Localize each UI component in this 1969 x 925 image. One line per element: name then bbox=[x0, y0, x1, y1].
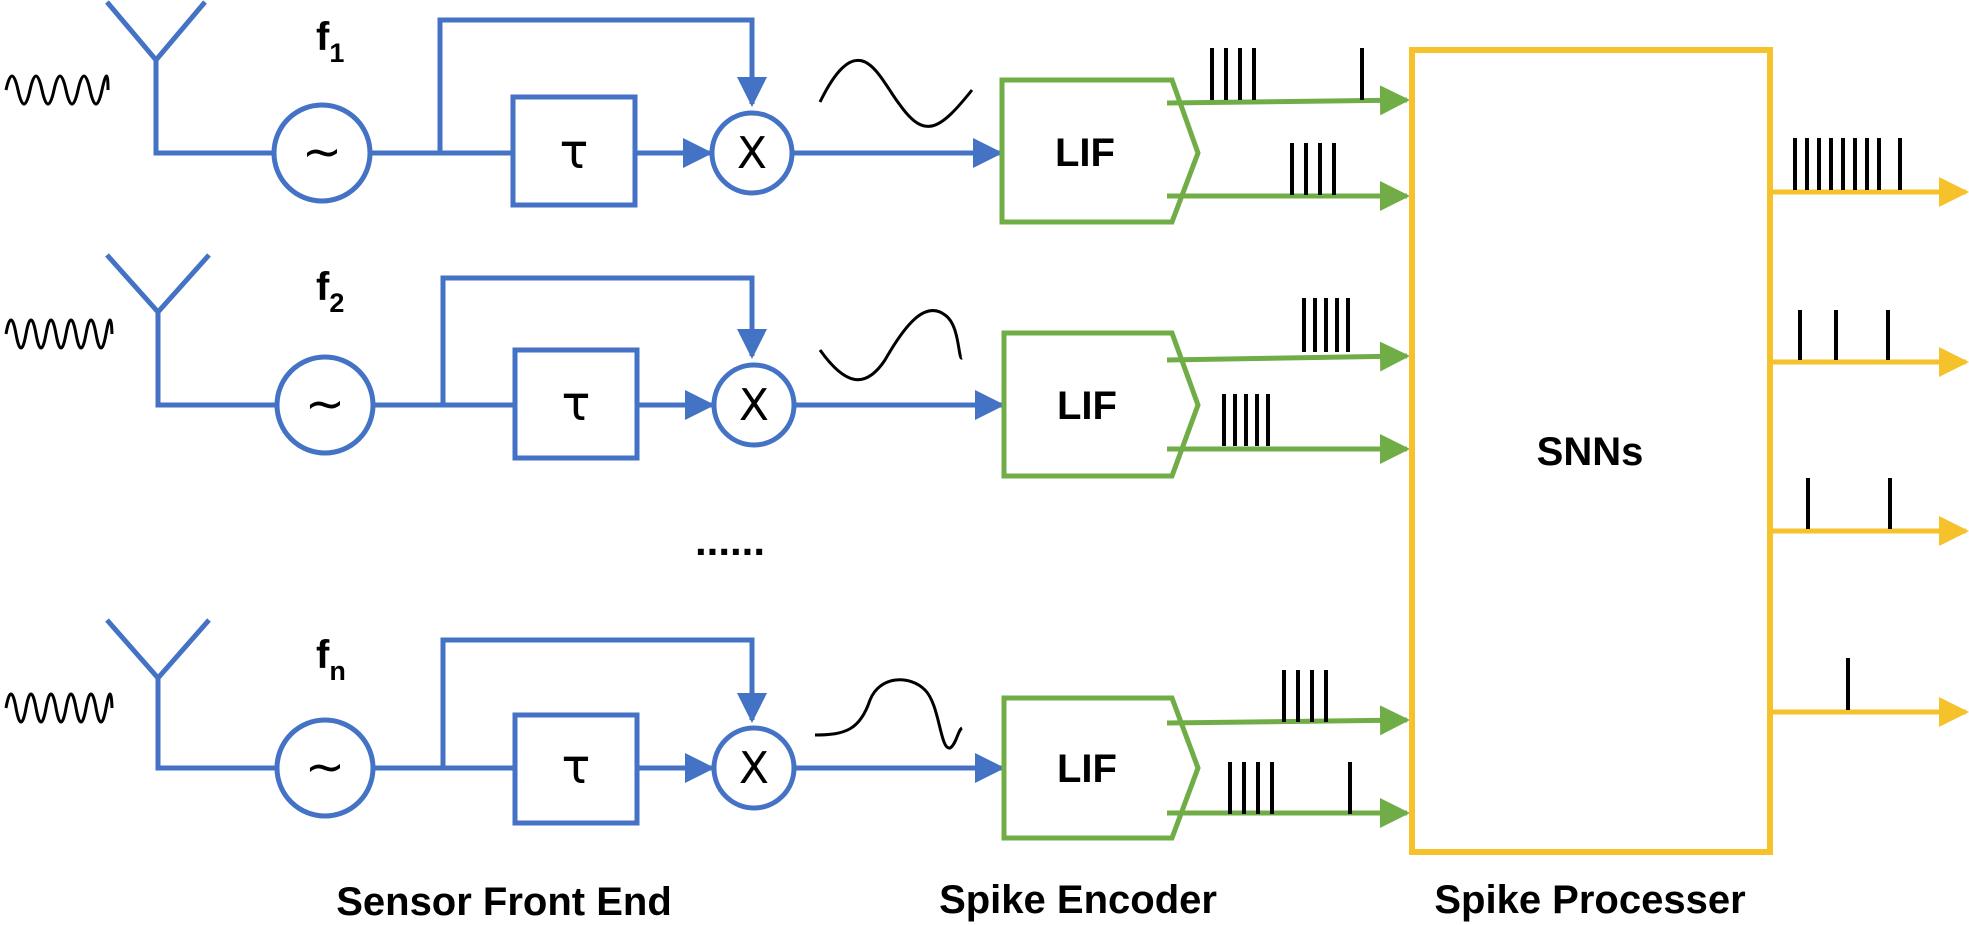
delay-symbol: τ bbox=[562, 739, 591, 795]
antenna-icon bbox=[105, 0, 275, 156]
channel-n: ~ fn τ X LIF bbox=[4, 618, 1410, 841]
encoder-output-arrow-top bbox=[1166, 85, 1410, 116]
snn-label: SNNs bbox=[1537, 430, 1644, 474]
frequency-label: f2 bbox=[316, 265, 344, 318]
baseband-wave-icon bbox=[818, 58, 974, 128]
spike-train-icon bbox=[1228, 762, 1352, 814]
mixer-symbol: X bbox=[739, 743, 769, 794]
spike-train-icon bbox=[1302, 298, 1350, 352]
spike-train-icon bbox=[1222, 394, 1270, 446]
bypass-line bbox=[440, 637, 767, 768]
caption-sensor-front-end: Sensor Front End bbox=[336, 880, 672, 924]
delay-box bbox=[512, 347, 640, 461]
spike-train-icon bbox=[1806, 478, 1892, 529]
frequency-label: f1 bbox=[316, 15, 344, 68]
processor-outputs bbox=[1770, 138, 1969, 727]
encoder-output-arrow-top bbox=[1166, 341, 1410, 372]
encoder-output-arrow-top bbox=[1166, 705, 1410, 736]
antenna-icon bbox=[105, 253, 275, 408]
antenna-icon bbox=[105, 618, 275, 771]
delay-box bbox=[512, 712, 640, 826]
spike-train-icon bbox=[1210, 48, 1364, 100]
spike-train-icon bbox=[1282, 670, 1328, 722]
lif-encoder-box bbox=[1001, 695, 1201, 841]
spike-train-icon bbox=[1793, 138, 1902, 190]
input-wave-icon bbox=[4, 692, 114, 724]
baseband-wave-icon bbox=[814, 678, 964, 750]
encoder-label: LIF bbox=[1057, 384, 1117, 428]
encoder-label: LIF bbox=[1055, 131, 1115, 175]
delay-symbol: τ bbox=[560, 124, 589, 180]
oscillator-symbol: ~ bbox=[305, 376, 345, 432]
lif-encoder-box bbox=[1001, 330, 1201, 479]
bypass-line bbox=[437, 17, 767, 153]
frequency-label: fn bbox=[316, 633, 346, 686]
baseband-wave-icon bbox=[818, 309, 964, 382]
bypass-line bbox=[440, 275, 767, 405]
delay-symbol: τ bbox=[562, 376, 591, 432]
mixer-symbol: X bbox=[739, 380, 769, 431]
channel-1: ~ f1 τ X LIF bbox=[4, 0, 1410, 225]
caption-spike-processer: Spike Processer bbox=[1434, 878, 1745, 922]
encoder-label: LIF bbox=[1057, 747, 1117, 791]
spike-train-icon bbox=[1798, 310, 1890, 360]
oscillator-symbol: ~ bbox=[302, 124, 342, 180]
mixer-symbol: X bbox=[737, 128, 767, 179]
snn-processor-box bbox=[1409, 47, 1773, 855]
input-wave-icon bbox=[4, 318, 114, 350]
input-wave-icon bbox=[4, 74, 110, 106]
lif-encoder-box bbox=[999, 77, 1201, 225]
caption-spike-encoder: Spike Encoder bbox=[939, 878, 1217, 922]
oscillator-symbol: ~ bbox=[305, 739, 345, 795]
channel-ellipsis: ...... bbox=[695, 517, 765, 564]
spike-train-icon bbox=[1290, 143, 1336, 195]
channel-2: ~ f2 τ X LIF bbox=[4, 253, 1410, 479]
